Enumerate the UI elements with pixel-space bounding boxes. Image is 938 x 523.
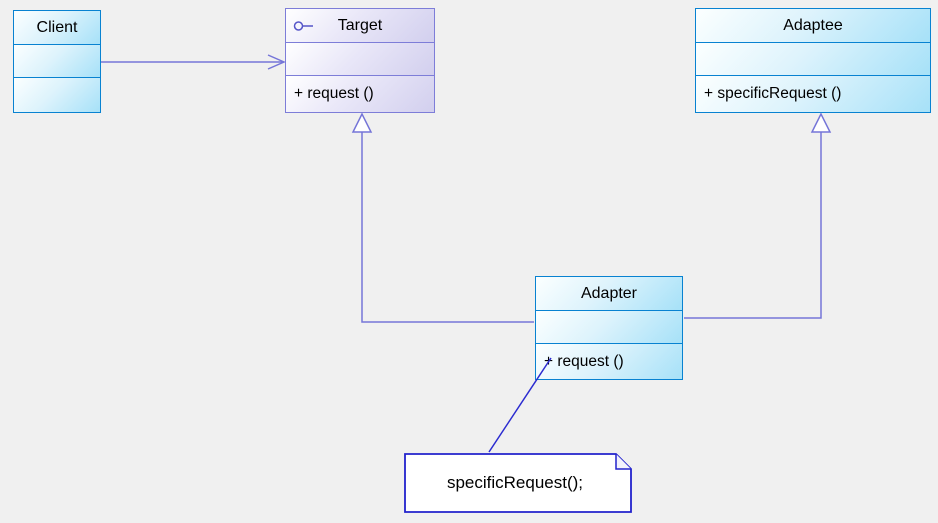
generalization-line[interactable] bbox=[361, 132, 534, 323]
methods-compartment: + specificRequest () bbox=[696, 75, 930, 112]
class-title-compartment: Adapter bbox=[536, 277, 682, 310]
attributes-compartment bbox=[536, 310, 682, 343]
attributes-compartment bbox=[696, 42, 930, 75]
note-fold-corner-icon bbox=[615, 454, 631, 470]
association-client-target[interactable] bbox=[101, 54, 286, 70]
class-name: Adaptee bbox=[783, 16, 843, 34]
class-name: Adapter bbox=[580, 284, 638, 302]
methods-compartment: + request () bbox=[286, 75, 434, 112]
interface-lollipop-icon bbox=[293, 20, 315, 32]
class-name: Client bbox=[36, 18, 78, 36]
hollow-triangle-arrowhead-icon bbox=[810, 112, 832, 133]
hollow-triangle-arrowhead-icon bbox=[351, 112, 373, 133]
method-label: + request () bbox=[294, 85, 374, 102]
class-title-compartment: Target bbox=[286, 9, 434, 42]
methods-compartment bbox=[14, 77, 100, 112]
class-title-compartment: Adaptee bbox=[696, 9, 930, 42]
note-text: specificRequest(); bbox=[446, 473, 584, 492]
attributes-compartment bbox=[14, 44, 100, 77]
method-label: + request () bbox=[544, 352, 624, 370]
generalization-adapter-target[interactable] bbox=[351, 112, 534, 323]
class-client[interactable]: Client bbox=[13, 10, 101, 113]
class-adapter[interactable]: Adapter + request () bbox=[535, 276, 683, 380]
note-shape bbox=[404, 453, 632, 513]
note-body bbox=[404, 453, 632, 513]
class-title-compartment: Client bbox=[14, 11, 100, 44]
generalization-adapter-adaptee[interactable] bbox=[684, 112, 832, 319]
class-target[interactable]: Target + request () bbox=[285, 8, 435, 113]
methods-compartment: + request () bbox=[536, 343, 682, 379]
generalization-line[interactable] bbox=[684, 132, 822, 319]
open-arrowhead-icon bbox=[267, 54, 286, 70]
attributes-compartment bbox=[286, 42, 434, 75]
note[interactable]: specificRequest(); bbox=[404, 453, 632, 513]
class-adaptee[interactable]: Adaptee + specificRequest () bbox=[695, 8, 931, 113]
class-name: Target bbox=[337, 16, 383, 34]
method-label: + specificRequest () bbox=[704, 85, 842, 102]
